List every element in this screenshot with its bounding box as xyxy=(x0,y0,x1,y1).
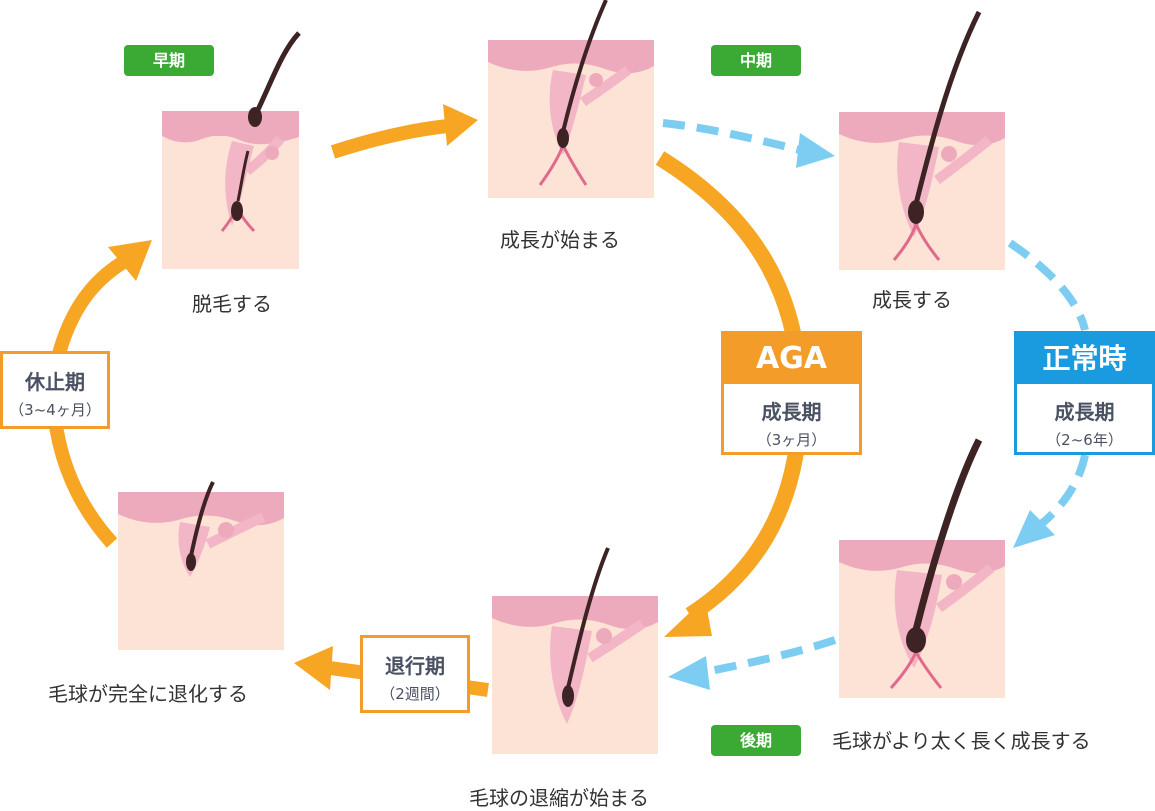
arrow-head-aga xyxy=(664,598,712,637)
box-aga-growth: AGA 成長期 （3ヶ月） xyxy=(721,331,862,455)
arrow-grows-to-thicker-2 xyxy=(1037,454,1089,529)
arrow-grows-to-thicker xyxy=(1007,239,1089,332)
arrow-shedding-to-growth xyxy=(330,119,449,159)
label-bulb-shrinks: 毛球の退縮が始まる xyxy=(469,786,649,810)
label-grows: 成長する xyxy=(872,288,952,312)
normal-duration: （2~6年） xyxy=(1046,431,1123,449)
panel-bulb-shrinks xyxy=(492,547,658,754)
label-grows-thicker: 毛球がより太く長く成長する xyxy=(832,729,1091,753)
aga-title: 成長期 xyxy=(761,400,822,424)
panel-shedding xyxy=(162,31,301,269)
arrow-head-bottom xyxy=(294,646,333,690)
tag-late: 後期 xyxy=(711,725,801,756)
aga-duration: （3ヶ月） xyxy=(756,431,827,449)
label-bulb-regressed: 毛球が完全に退化する xyxy=(48,682,248,706)
box-normal-growth: 正常時 成長期 （2~6年） xyxy=(1014,331,1155,455)
label-growth-begins: 成長が始まる xyxy=(500,228,620,252)
label-shedding: 脱毛する xyxy=(192,292,272,316)
tag-middle: 中期 xyxy=(711,45,801,76)
panel-bulb-regressed xyxy=(118,481,284,650)
panel-grows xyxy=(839,10,1005,270)
normal-title: 成長期 xyxy=(1054,400,1115,424)
arrow-head-blue-3 xyxy=(668,656,710,690)
box-resting-period: 休止期 （3~4ヶ月） xyxy=(0,351,110,429)
resting-duration: （3~4ヶ月） xyxy=(9,401,101,419)
arrow-head-blue-2 xyxy=(1013,510,1055,548)
tag-early: 早期 xyxy=(124,45,214,76)
panel-growth-begins xyxy=(488,0,654,198)
regression-title: 退行期 xyxy=(385,654,445,678)
box-regression-period: 退行期 （2週間） xyxy=(360,635,470,713)
blue-normal-arrows xyxy=(662,119,1089,690)
arrow-head-top xyxy=(443,104,478,146)
normal-header: 正常時 xyxy=(1017,334,1152,384)
aga-header: AGA xyxy=(724,334,859,384)
arrow-head-left xyxy=(108,240,152,281)
resting-title: 休止期 xyxy=(25,370,85,394)
arrow-head-blue-1 xyxy=(796,133,835,168)
arrow-thicker-to-shrinks xyxy=(704,636,837,676)
regression-duration: （2週間） xyxy=(380,685,450,703)
panel-grows-thicker xyxy=(839,438,1005,698)
arrow-growth-to-grows xyxy=(662,119,801,154)
